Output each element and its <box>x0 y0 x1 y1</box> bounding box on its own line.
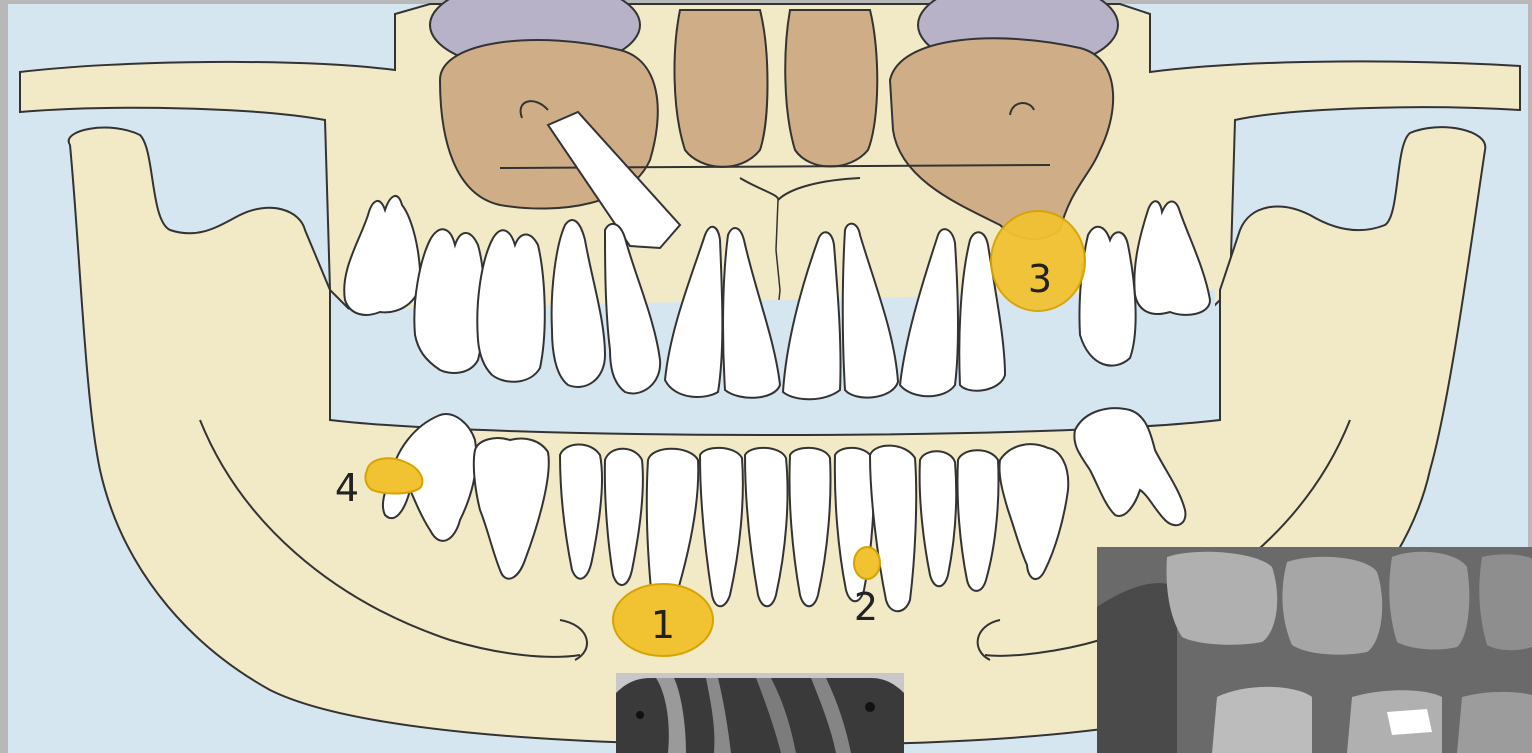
marker-3-label: 3 <box>1028 257 1052 301</box>
marker-1: 1 <box>613 584 713 656</box>
marker-4-label: 4 <box>335 466 359 510</box>
marker-1-label: 1 <box>651 603 675 647</box>
marker-3: 3 <box>991 211 1085 311</box>
marker-2: 2 <box>854 547 880 629</box>
marker-2-label: 2 <box>854 585 878 629</box>
xray-photo-icon <box>616 673 904 753</box>
right-radiograph <box>1097 547 1532 753</box>
xray-photo-icon <box>1097 547 1532 753</box>
center-radiograph <box>616 673 904 753</box>
